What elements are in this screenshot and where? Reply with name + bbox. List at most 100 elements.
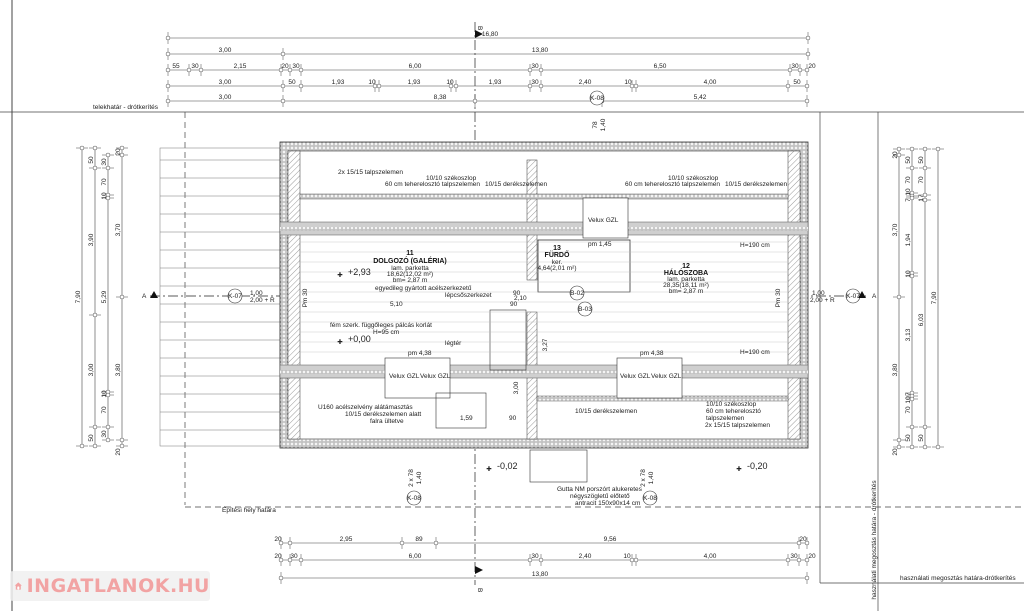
room-name: FÜRDŐ [545, 250, 570, 259]
room-floor: lam. parketta [667, 276, 705, 283]
dimension-label: 2,95 [340, 536, 353, 543]
section-arrow-icon [475, 30, 483, 38]
annotation-win-bottom-b: 1,40 [416, 471, 423, 484]
dimension-label: 1,93 [332, 79, 345, 86]
dimension-label: 17 [918, 194, 925, 202]
dimension-label: 70 [101, 178, 108, 186]
door-tag-b02: B-02 [570, 290, 584, 297]
annotation-szekoszlop-2: 10/10 székoszlop [668, 175, 719, 182]
dimension-label: 20 [115, 448, 122, 456]
dimension-label: 50 [288, 79, 296, 86]
room-area: 4,64(2,01 m²) [537, 265, 576, 272]
dimension-label: 20 [115, 148, 122, 156]
dimension-label: 50 [88, 434, 95, 442]
section-arrow-icon [475, 566, 483, 574]
dimension-label: 3,90 [88, 233, 95, 246]
section-tag-k08: K-08 [590, 95, 604, 102]
building-outline [279, 141, 809, 483]
section-tag-k08-circle [406, 490, 422, 506]
door-tag-b02-circle [569, 285, 585, 301]
dimension-label: 7 [905, 198, 912, 202]
room-name: DOLGOZÓ (GALÉRIA) [373, 256, 447, 265]
level-label: -0,02 [497, 461, 518, 471]
level-label: -0,20 [747, 461, 768, 471]
dimension-label: 5,29 [101, 290, 108, 303]
annotation-h190-2: H=190 cm [740, 349, 770, 356]
room-height: bm= 2,87 m [669, 288, 704, 295]
dimension-label: 30 [191, 63, 199, 70]
annotation-dim-90c: 90 [509, 415, 517, 422]
annotation-window-r2: 2,00 + R [810, 297, 835, 304]
dimension-label: 10 [623, 553, 631, 560]
dimension-label: 10 [905, 270, 912, 278]
annotation-win-bottom-a: 2 x 78 [640, 469, 647, 487]
annotation-szek-3b: 60 cm teherelosztó [706, 408, 761, 415]
annotation-dim-159: 1,59 [460, 415, 473, 422]
watermark-text: INGATLANOK.HU [26, 575, 210, 597]
velux-window-label: Velux GZL [651, 373, 682, 380]
section-tag-k07: K-07 [228, 293, 242, 300]
level-marker-icon: ✚ [486, 465, 492, 473]
dimension-label: 20 [808, 63, 816, 70]
annotation-dim-140: 1,40 [600, 118, 607, 131]
room-floor: lam. parketta [391, 265, 429, 272]
dimension-label: 10 [101, 192, 108, 200]
level-marker-icon: ✚ [736, 465, 742, 473]
boundary-label-fence: telekhatár - drótkerítés [93, 104, 159, 111]
dimension-label: 70 [905, 406, 912, 414]
dimension-label: 6,00 [409, 553, 422, 560]
annotation-derek-3: 10/15 derékszelemen [575, 408, 638, 415]
annotation-u160-1: U160 acélszelvény alátámasztás [318, 404, 413, 411]
dimension-label: 13,80 [532, 47, 549, 54]
dimension-label: 5,42 [694, 94, 707, 101]
annotation-gutta-1: Gutta NM porszórt alukeretes [557, 486, 643, 493]
section-tag-k08: K-08 [643, 495, 657, 502]
dimension-label: 4,00 [704, 79, 717, 86]
dimension-label: 10 [905, 188, 912, 196]
annotation-stair-2: lépcsőszerkezet [445, 292, 492, 299]
level-marker-icon: ✚ [337, 271, 343, 279]
dimension-label: 30 [531, 79, 539, 86]
section-arrow-icon [150, 291, 158, 298]
room-name: HÁLÓSZOBA [664, 268, 708, 277]
dimension-label: 3,00 [219, 47, 232, 54]
annotation-gutta-2: négyszögletű előtető [570, 493, 630, 500]
dimension-label: 6,03 [918, 313, 925, 326]
dimension-label: 1,94 [905, 233, 912, 246]
room-number: 11 [406, 250, 414, 257]
annotation-legter: légtér [445, 340, 462, 347]
dimension-label: 4,00 [704, 553, 717, 560]
dimension-label: 30 [531, 63, 539, 70]
section-tag-k08-circle [642, 490, 658, 506]
velux-window-label: Velux GZL [620, 373, 651, 380]
dimension-label: 10 [101, 390, 108, 398]
dimension-label: 30 [791, 63, 799, 70]
dimension-label: 9,56 [604, 536, 617, 543]
dimension-label: 20 [892, 151, 899, 159]
annotation-window-r1: 1,00 [812, 290, 825, 297]
section-marker-b: B [476, 588, 483, 592]
room-floor: ker. [552, 259, 563, 266]
dimension-label: 50 [918, 156, 925, 164]
dimension-label: 55 [172, 63, 180, 70]
room-number: 12 [682, 263, 690, 270]
annotation-talp-top: 2x 15/15 talpszelemen [338, 169, 403, 176]
dimension-label: 1,93 [408, 79, 421, 86]
dimension-label: 20 [274, 553, 282, 560]
annotation-teher-1: 60 cm teherelosztó talpszelemen [385, 181, 480, 188]
annotation-dim-327: 3,27 [542, 338, 549, 351]
dimension-label: 3,00 [219, 79, 232, 86]
velux-window-label: Velux GZL [588, 217, 619, 224]
boundary-label-usage: használati megosztás határa-drótkerítés [900, 575, 1016, 582]
section-tag-k07-circle [227, 288, 243, 304]
velux-window-label: Velux GZL [389, 373, 420, 380]
annotation-win-bottom-b: 1,40 [648, 471, 655, 484]
dimension-label: 13,80 [532, 571, 549, 578]
dimension-label: 89 [415, 536, 423, 543]
dimension-label: 3,80 [115, 363, 122, 376]
dimension-label: 50 [793, 79, 801, 86]
annotation-window-l1: 1,00 [250, 290, 263, 297]
dimension-label: 20 [808, 553, 816, 560]
dimension-label: 7,90 [931, 291, 938, 304]
door-tag-b03: B-03 [578, 306, 592, 313]
